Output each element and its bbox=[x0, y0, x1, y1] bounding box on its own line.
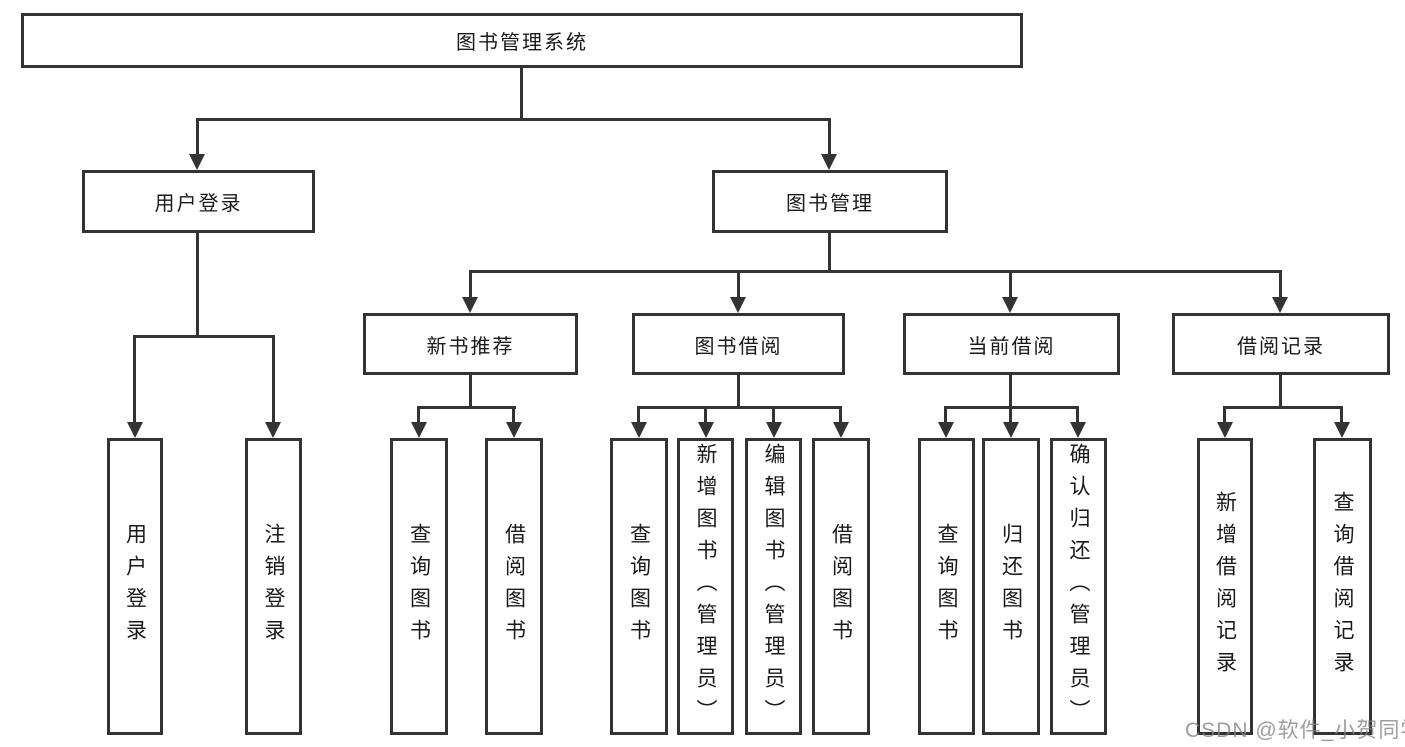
connector bbox=[772, 406, 775, 424]
leaf-edit-books-admin: 编辑图书（管理员） bbox=[745, 438, 802, 735]
connector bbox=[637, 406, 640, 424]
node-borrow-records: 借阅记录 bbox=[1172, 313, 1390, 375]
leaf-label: 归还图书 bbox=[999, 522, 1023, 651]
node-book-borrow: 图书借阅 bbox=[632, 313, 845, 375]
connector bbox=[1009, 375, 1012, 408]
leaf-query-borrow-record: 查询借阅记录 bbox=[1313, 438, 1372, 735]
leaf-logout: 注销登录 bbox=[245, 438, 302, 735]
connector bbox=[1279, 270, 1282, 300]
connector bbox=[469, 375, 472, 408]
leaf-label: 新增借阅记录 bbox=[1213, 490, 1237, 683]
leaf-label: 用户登录 bbox=[123, 522, 147, 651]
arrow-down-icon bbox=[938, 422, 954, 438]
connector bbox=[417, 406, 420, 424]
connector bbox=[520, 68, 523, 120]
arrow-down-icon bbox=[631, 422, 647, 438]
arrow-down-icon bbox=[1217, 422, 1233, 438]
connector bbox=[133, 335, 136, 424]
connector bbox=[417, 406, 516, 409]
leaf-return-books: 归还图书 bbox=[982, 438, 1040, 735]
connector bbox=[737, 270, 740, 300]
leaf-label: 查询图书 bbox=[935, 522, 958, 651]
connector bbox=[1279, 375, 1282, 408]
connector bbox=[1340, 406, 1343, 424]
arrow-down-icon bbox=[698, 422, 714, 438]
connector bbox=[944, 406, 947, 424]
connector bbox=[1223, 406, 1226, 424]
connector bbox=[512, 406, 515, 424]
arrow-down-icon bbox=[462, 297, 478, 313]
arrow-down-icon bbox=[411, 422, 427, 438]
csdn-watermark: CSDN @软件_小贺同学 bbox=[1185, 719, 1405, 742]
connector bbox=[1076, 406, 1079, 424]
leaf-label: 确认归还（管理员） bbox=[1067, 442, 1090, 731]
connector bbox=[828, 118, 831, 156]
node-new-book-recommend: 新书推荐 bbox=[363, 313, 578, 375]
arrow-down-icon bbox=[1272, 297, 1288, 313]
connector bbox=[469, 270, 472, 300]
connector bbox=[828, 233, 831, 272]
arrow-down-icon bbox=[1003, 422, 1019, 438]
leaf-label: 查询图书 bbox=[407, 522, 431, 651]
arrow-down-icon bbox=[506, 422, 522, 438]
arrow-down-icon bbox=[1070, 422, 1086, 438]
arrow-down-icon bbox=[1334, 422, 1350, 438]
connector bbox=[469, 270, 1282, 273]
connector bbox=[704, 406, 707, 424]
connector bbox=[637, 406, 841, 409]
leaf-label: 借阅图书 bbox=[829, 522, 853, 651]
leaf-query-books-2: 查询图书 bbox=[610, 438, 668, 735]
leaf-borrow-books-2: 借阅图书 bbox=[812, 438, 870, 735]
leaf-label: 新增图书（管理员） bbox=[694, 442, 717, 731]
leaf-add-books-admin: 新增图书（管理员） bbox=[677, 438, 734, 735]
leaf-query-books-1: 查询图书 bbox=[390, 438, 448, 735]
connector bbox=[196, 118, 830, 121]
arrow-down-icon bbox=[265, 422, 281, 438]
connector bbox=[1009, 270, 1012, 300]
leaf-label: 查询图书 bbox=[627, 522, 651, 651]
node-root: 图书管理系统 bbox=[21, 13, 1023, 68]
arrow-down-icon bbox=[1002, 297, 1018, 313]
connector bbox=[272, 335, 275, 424]
node-user-login: 用户登录 bbox=[82, 170, 315, 233]
arrow-down-icon bbox=[127, 422, 143, 438]
leaf-label: 注销登录 bbox=[262, 522, 285, 651]
arrow-down-icon bbox=[833, 422, 849, 438]
arrow-down-icon bbox=[821, 154, 837, 170]
arrow-down-icon bbox=[189, 154, 205, 170]
connector bbox=[196, 233, 199, 335]
connector bbox=[737, 375, 740, 408]
connector bbox=[1223, 406, 1343, 409]
leaf-borrow-books-1: 借阅图书 bbox=[485, 438, 543, 735]
connector bbox=[133, 335, 275, 338]
leaf-confirm-return-admin: 确认归还（管理员） bbox=[1050, 438, 1107, 735]
leaf-label: 查询借阅记录 bbox=[1331, 490, 1354, 683]
leaf-label: 借阅图书 bbox=[502, 522, 526, 651]
connector bbox=[196, 118, 199, 156]
leaf-label: 编辑图书（管理员） bbox=[762, 442, 785, 731]
arrow-down-icon bbox=[766, 422, 782, 438]
arrow-down-icon bbox=[730, 297, 746, 313]
node-book-management: 图书管理 bbox=[712, 170, 948, 233]
leaf-user-login: 用户登录 bbox=[107, 438, 163, 735]
node-current-borrow: 当前借阅 bbox=[903, 313, 1120, 375]
leaf-add-borrow-record: 新增借阅记录 bbox=[1197, 438, 1253, 735]
connector bbox=[1009, 406, 1012, 424]
leaf-query-books-3: 查询图书 bbox=[918, 438, 975, 735]
connector bbox=[839, 406, 842, 424]
